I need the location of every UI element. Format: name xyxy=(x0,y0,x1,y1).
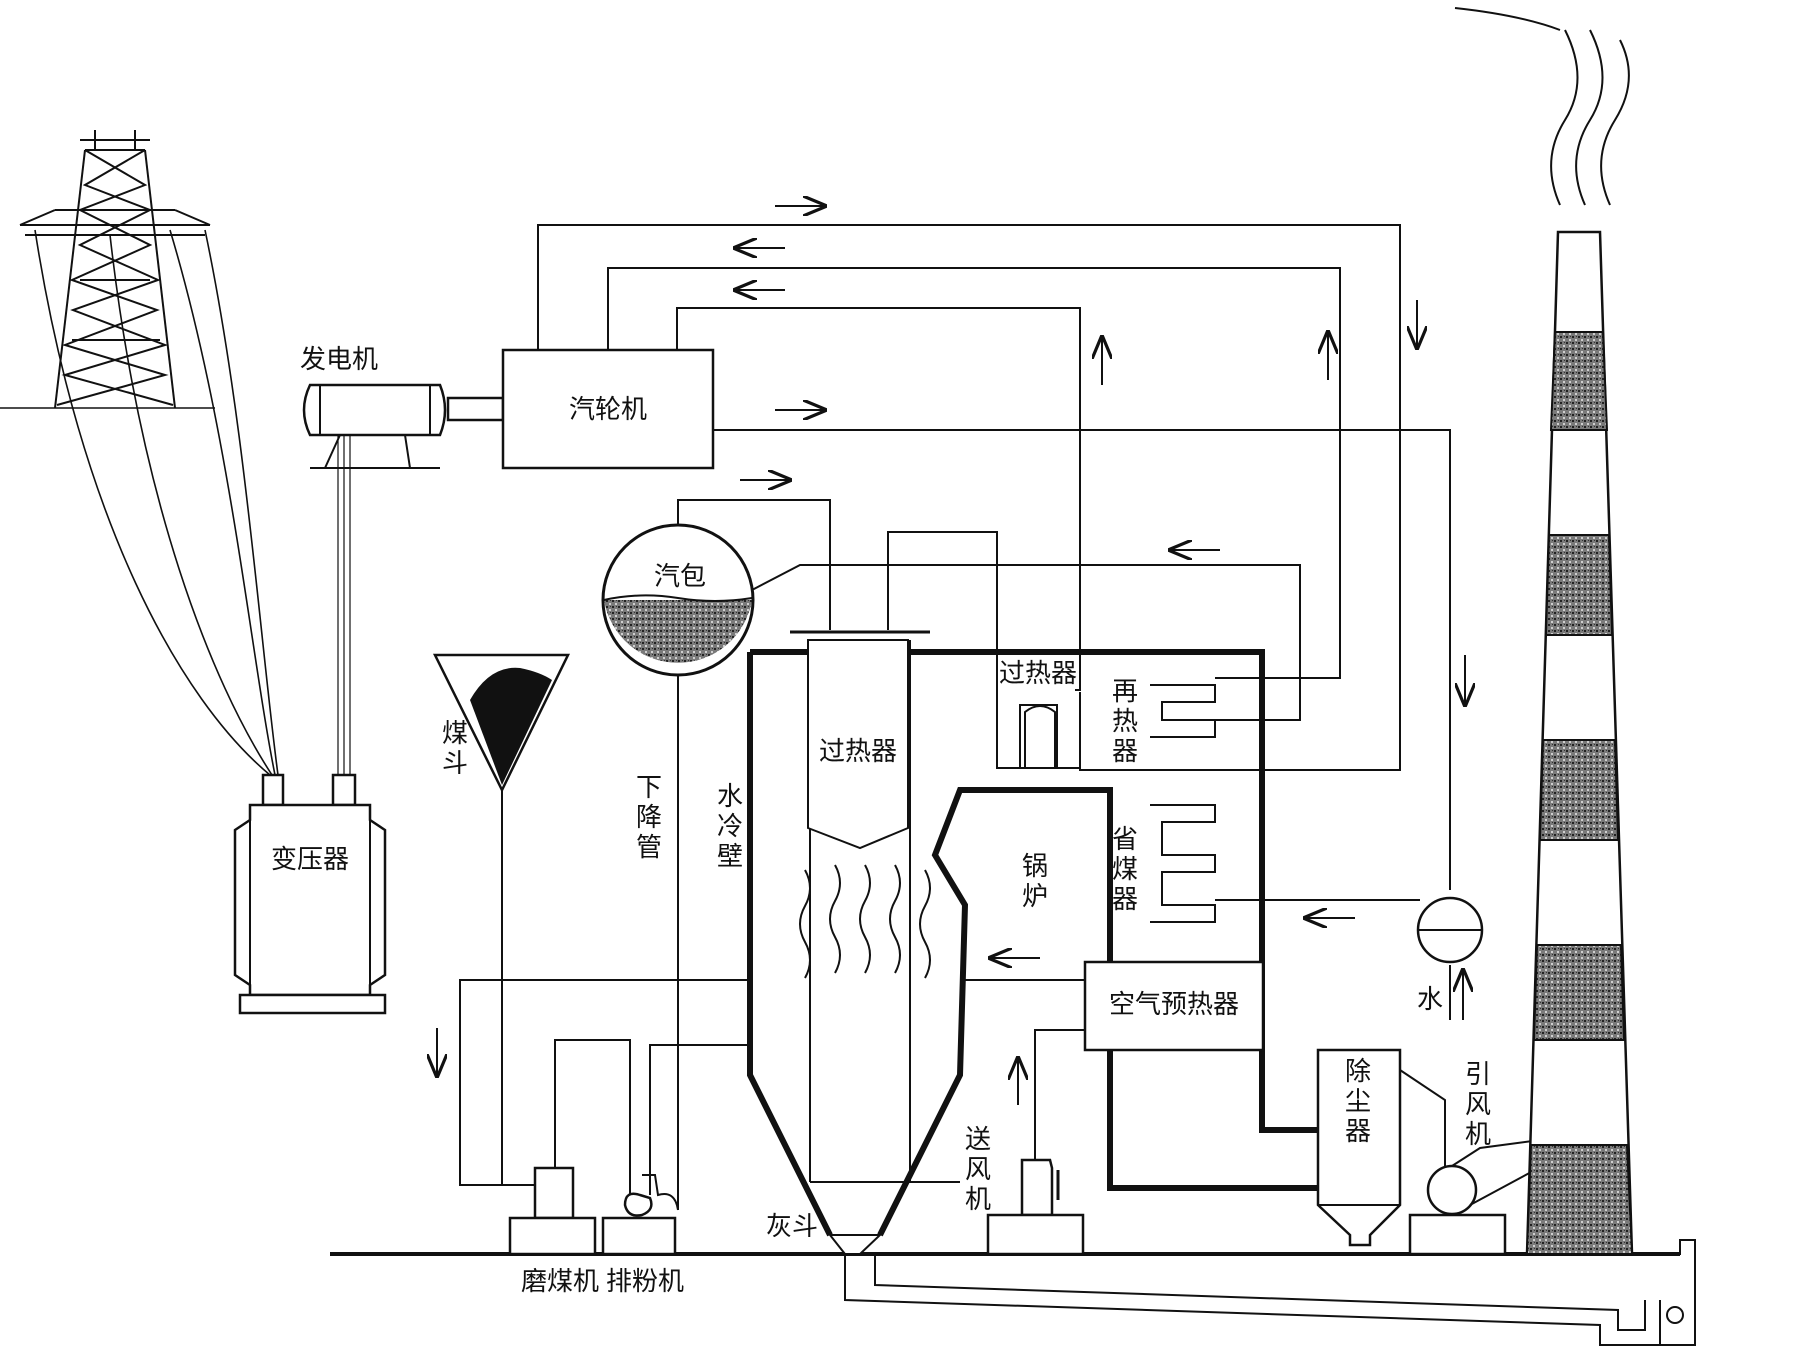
label-char: 管 xyxy=(636,833,662,863)
transmission-tower-icon xyxy=(19,130,279,776)
water-wall-label: 水冷壁 xyxy=(717,782,743,872)
id-fan-text: 引风机 xyxy=(1465,1060,1491,1150)
reheater: 再热器 xyxy=(1112,677,1216,767)
coal-hopper-label: 煤斗 xyxy=(442,719,468,779)
coal-hopper-text: 煤斗 xyxy=(442,719,468,779)
economizer: 省煤器 xyxy=(1112,804,1216,923)
air-preheater-label: 空气预热器 xyxy=(1109,990,1239,1020)
label-char: 下 xyxy=(636,773,662,803)
generator-feeder-lines xyxy=(337,420,351,775)
ash-hopper-text: 灰斗 xyxy=(766,1212,818,1242)
dust-collector: 除尘器 xyxy=(1316,1048,1446,1247)
reheater-text: 再热器 xyxy=(1112,677,1138,767)
label-char: 煤 xyxy=(1112,855,1138,885)
label-char: 机 xyxy=(965,1185,991,1215)
boiler-text: 锅炉 xyxy=(1022,852,1048,912)
label-char: 引 xyxy=(1465,1060,1491,1090)
dust-collector-text: 除尘器 xyxy=(1345,1057,1371,1147)
forced-draft-fan: 送风机 xyxy=(965,1125,1085,1256)
fd-fan-text: 送风机 xyxy=(965,1125,991,1215)
superheater-top-label: 过热器 xyxy=(999,659,1077,689)
label-char: 机 xyxy=(1465,1120,1491,1150)
transformer: 变压器 xyxy=(233,773,387,1015)
superheater-main-label: 过热器 xyxy=(819,737,897,767)
label-char: 器 xyxy=(1112,885,1138,915)
coal-mill: 磨煤机 xyxy=(508,1039,631,1297)
label-char: 冷 xyxy=(717,812,743,842)
label-char: 热 xyxy=(1112,707,1138,737)
powder-exhauster: 排粉机 xyxy=(601,1044,750,1297)
flow-arrows xyxy=(437,206,1465,1105)
downcomer xyxy=(642,675,679,1211)
water-wall-text: 水冷壁 xyxy=(717,782,743,872)
steam-pipes xyxy=(537,224,1451,1020)
superheater-top: 过热器 xyxy=(996,659,1081,769)
feed-water-pump: 水 xyxy=(1416,896,1484,1015)
ash-sluice xyxy=(844,1239,1696,1346)
label-char: 尘 xyxy=(1345,1087,1371,1117)
economizer-text: 省煤器 xyxy=(1112,825,1138,915)
label-char: 炉 xyxy=(1022,882,1048,912)
coal-hopper xyxy=(432,653,571,1185)
induced-draft-fan: 引风机 xyxy=(1408,1060,1541,1256)
water-label: 水 xyxy=(1417,985,1443,1015)
label-char: 风 xyxy=(1465,1090,1491,1120)
boiler-furnace: 过热器 xyxy=(747,630,1318,1255)
transformer-label: 变压器 xyxy=(271,845,349,875)
label-char: 锅 xyxy=(1022,852,1048,882)
label-char: 煤 xyxy=(442,719,468,749)
ash-hopper-label: 灰斗 xyxy=(766,1212,818,1242)
boiler-label: 锅炉 xyxy=(1022,852,1048,912)
generator: 发电机 xyxy=(300,345,505,469)
drum-label: 汽包 xyxy=(654,562,706,592)
label-char: 水 xyxy=(717,782,743,812)
coal-mill-label: 磨煤机 xyxy=(521,1267,599,1297)
label-char: 器 xyxy=(1345,1117,1371,1147)
label-char: 风 xyxy=(965,1155,991,1185)
label-char: 除 xyxy=(1345,1057,1371,1087)
steam-drum: 汽包 xyxy=(601,523,755,677)
label-char: 送 xyxy=(965,1125,991,1155)
label-char: 器 xyxy=(1112,737,1138,767)
air-preheater: 空气预热器 xyxy=(459,960,1265,1186)
label-char: 斗 xyxy=(442,749,468,779)
downcomer-label: 下降管 xyxy=(636,773,662,863)
label-char: 壁 xyxy=(717,842,743,872)
chimney xyxy=(1454,7,1634,1256)
label-char: 省 xyxy=(1112,825,1138,855)
powder-exhauster-label: 排粉机 xyxy=(606,1267,684,1297)
turbine-label: 汽轮机 xyxy=(569,395,647,425)
steam-turbine: 汽轮机 xyxy=(501,348,715,470)
generator-label: 发电机 xyxy=(300,345,378,375)
label-char: 再 xyxy=(1112,677,1138,707)
label-char: 降 xyxy=(636,803,662,833)
downcomer-char-1: 下降管 xyxy=(636,773,662,863)
